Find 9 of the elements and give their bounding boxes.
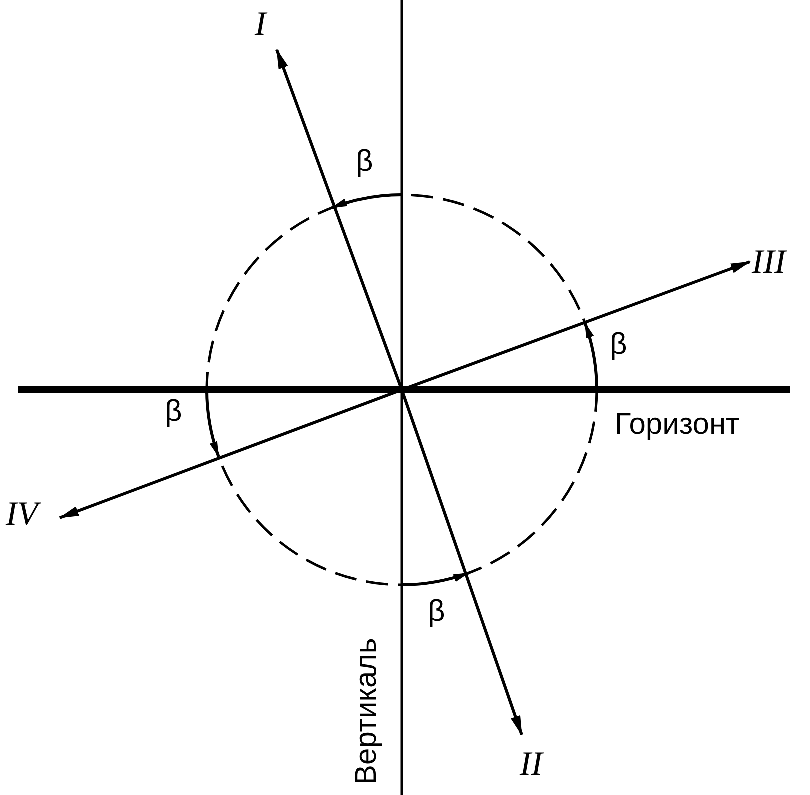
angle-label: β (610, 330, 628, 360)
axis-numeral: II (520, 748, 543, 782)
angle-label: β (428, 597, 446, 627)
angle-label: β (356, 147, 374, 177)
axis-numeral: III (752, 246, 786, 280)
axis-numeral: I (255, 8, 266, 42)
angle-label: β (165, 397, 182, 427)
axis-label: Горизонт (615, 410, 740, 440)
axis-label: Вертикаль (352, 638, 382, 785)
